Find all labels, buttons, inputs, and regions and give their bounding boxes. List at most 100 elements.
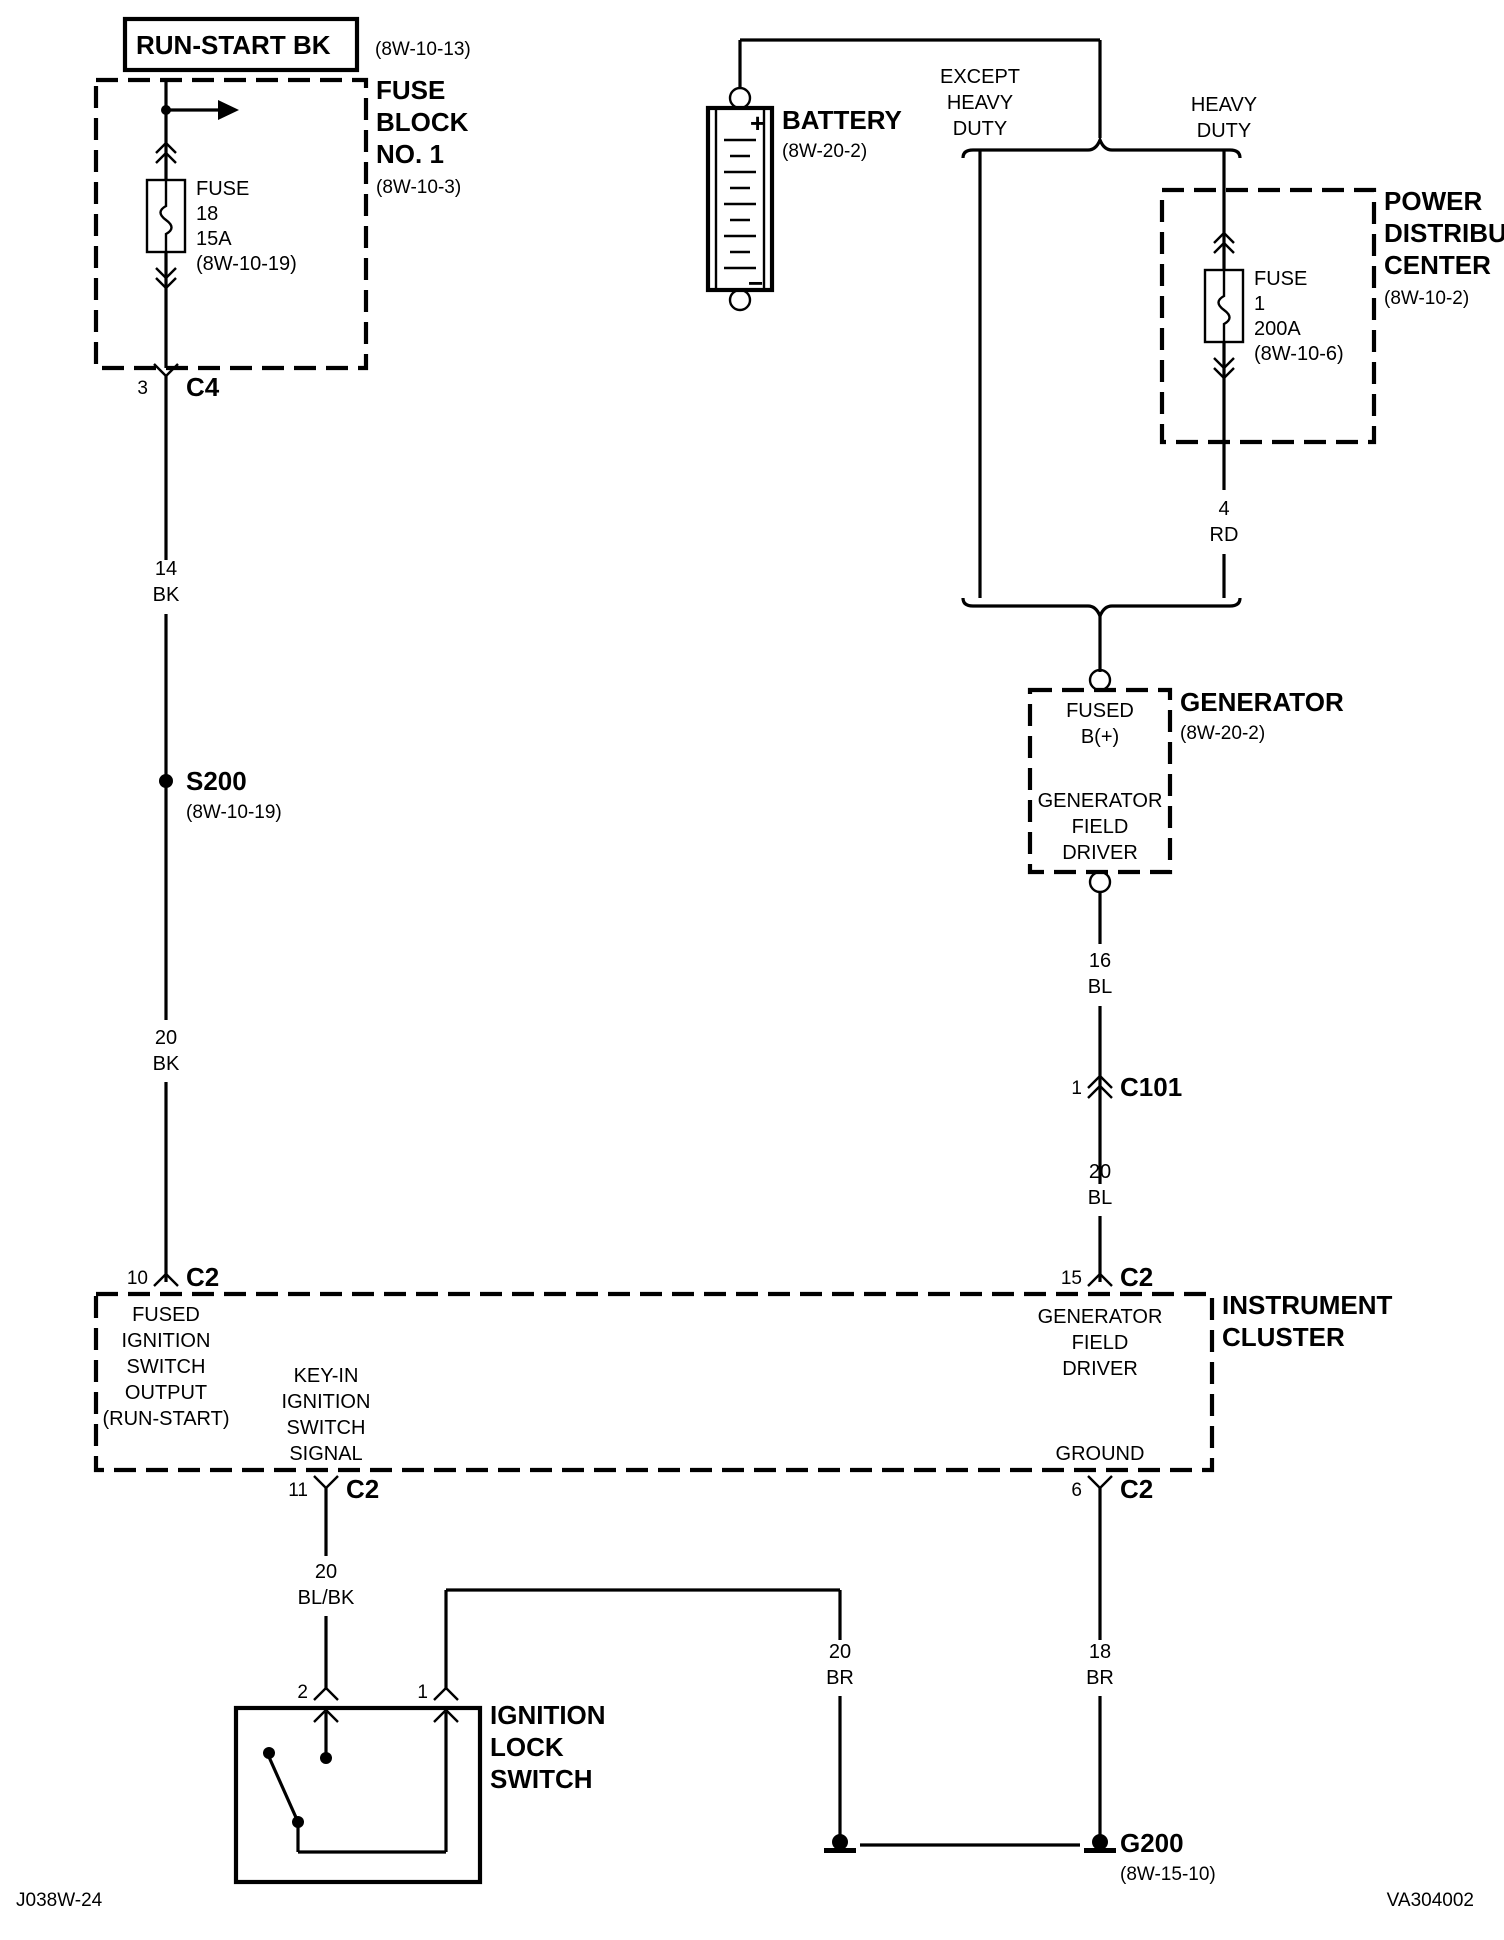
ic-pin-11: 11 xyxy=(288,1480,308,1501)
battery-negative-terminal-icon xyxy=(728,288,752,312)
s200-ref: (8W-10-19) xyxy=(186,802,282,823)
s200-name: S200 xyxy=(186,766,247,796)
ic-gen-2: FIELD xyxy=(1072,1332,1129,1354)
run-start-label: RUN-START BK xyxy=(136,30,331,60)
battery-name: BATTERY xyxy=(782,105,902,135)
wire-20bk-color: BK xyxy=(153,1053,180,1075)
run-start-ref: (8W-10-13) xyxy=(375,39,471,60)
hd-2: DUTY xyxy=(1197,120,1251,142)
pdc-title-3: CENTER xyxy=(1384,250,1491,280)
ignition-switch-blade xyxy=(267,1756,300,1823)
connector-c101: 1 C101 xyxy=(1071,1072,1182,1102)
ic-title-1: INSTRUMENT xyxy=(1222,1290,1393,1320)
wire-18br-color: BR xyxy=(1086,1667,1114,1689)
except-hd-1: EXCEPT xyxy=(940,66,1020,88)
ic-gen-1: GENERATOR xyxy=(1038,1306,1163,1328)
fuse-block-title-3: NO. 1 xyxy=(376,139,444,169)
ic-keyin-3: SWITCH xyxy=(287,1417,366,1439)
ic-fused-1: FUSED xyxy=(132,1304,200,1326)
generator-name: GENERATOR xyxy=(1180,687,1344,717)
s200-splice-icon xyxy=(159,774,173,788)
ic-pin-6: 6 xyxy=(1071,1480,1082,1501)
ic-fused-2: IGNITION xyxy=(122,1330,211,1352)
ignition-contact-open-icon xyxy=(263,1747,275,1759)
ignition-lock-switch: 2 1 IGNITION LOCK SWITCH xyxy=(233,1682,606,1885)
fuse-18-line-3: 15A xyxy=(196,228,232,250)
generator-field-terminal-icon xyxy=(1088,870,1112,894)
generator-b-plus-terminal-icon xyxy=(1088,668,1112,692)
ic-conn-c2-6: C2 xyxy=(1120,1474,1153,1504)
battery-plus: + xyxy=(750,108,765,138)
gen-field-1: GENERATOR xyxy=(1038,790,1163,812)
fuse-18-line-1: FUSE xyxy=(196,178,249,200)
gen-field-2: FIELD xyxy=(1072,816,1129,838)
footer-left-code: J038W-24 xyxy=(16,1890,103,1911)
wire-20bl-gauge: 20 xyxy=(1089,1161,1111,1183)
c101-pin: 1 xyxy=(1071,1078,1082,1099)
fuse-1-line-3: 200A xyxy=(1254,318,1301,340)
wire-20blbk-gauge: 20 xyxy=(315,1561,337,1583)
wire-20br-gauge: 20 xyxy=(829,1641,851,1663)
ic-conn-c2-10: C2 xyxy=(186,1262,219,1292)
ignition-title-3: SWITCH xyxy=(490,1764,593,1794)
ic-title-2: CLUSTER xyxy=(1222,1322,1345,1352)
fuse-1-line-1: FUSE xyxy=(1254,268,1307,290)
wire-20bl-color: BL xyxy=(1088,1187,1112,1209)
ignition-contact-2-icon xyxy=(320,1752,332,1764)
ic-fused-4: OUTPUT xyxy=(125,1382,207,1404)
gen-fused-2: B(+) xyxy=(1081,726,1119,748)
c4-name: C4 xyxy=(186,372,220,402)
instrument-cluster: INSTRUMENT CLUSTER 10 C2 15 C2 FUSED IGN… xyxy=(93,1262,1393,1504)
wire-20blbk-color: BL/BK xyxy=(298,1587,355,1609)
fuse-block-title-2: BLOCK xyxy=(376,107,469,137)
ground-left-icon xyxy=(824,1848,856,1853)
battery: + − BATTERY (8W-20-2) xyxy=(705,38,1100,312)
ic-conn-c2-11: C2 xyxy=(346,1474,379,1504)
arrow-right-icon xyxy=(218,100,239,120)
c4-pin: 3 xyxy=(137,378,148,399)
battery-positive-terminal-icon xyxy=(728,86,752,110)
top-brace xyxy=(961,135,1242,159)
fuse-block-title-1: FUSE xyxy=(376,75,445,105)
wire-4rd-gauge: 4 xyxy=(1218,498,1229,520)
c101-name: C101 xyxy=(1120,1072,1182,1102)
wire-16bl-gauge: 16 xyxy=(1089,950,1111,972)
g200-name: G200 xyxy=(1120,1828,1184,1858)
ground-left xyxy=(824,1834,856,1853)
pdc-title-2: DISTRIBUT xyxy=(1384,218,1504,248)
wire-16bl-color: BL xyxy=(1088,976,1112,998)
fuse-18-line-2: 18 xyxy=(196,203,218,225)
connector-c4: 3 C4 xyxy=(137,363,220,402)
ic-pin-10: 10 xyxy=(127,1268,148,1289)
ic-pin-15: 15 xyxy=(1061,1268,1082,1289)
ground-g200-icon xyxy=(1084,1848,1116,1853)
fuse-1-line-2: 1 xyxy=(1254,293,1265,315)
wire-20bk-gauge: 20 xyxy=(155,1027,177,1049)
wire-4rd-color: RD xyxy=(1210,524,1239,546)
battery-minus: − xyxy=(748,268,763,298)
wire-18br-gauge: 18 xyxy=(1089,1641,1111,1663)
pdc-ref: (8W-10-2) xyxy=(1384,288,1469,309)
ic-keyin-2: IGNITION xyxy=(282,1391,371,1413)
ic-keyin-4: SIGNAL xyxy=(289,1443,362,1465)
gen-fused-1: FUSED xyxy=(1066,700,1134,722)
ic-conn-c2-15: C2 xyxy=(1120,1262,1153,1292)
g200-ref: (8W-15-10) xyxy=(1120,1864,1216,1885)
power-distribution-center: POWER DISTRIBUT CENTER (8W-10-2) FUSE 1 … xyxy=(1159,186,1504,490)
wire-14bk-gauge: 14 xyxy=(155,558,177,580)
ignition-title-1: IGNITION xyxy=(490,1700,606,1730)
battery-ref: (8W-20-2) xyxy=(782,141,867,162)
generator-ref: (8W-20-2) xyxy=(1180,723,1265,744)
footer-right-code: VA304002 xyxy=(1387,1890,1474,1911)
fuse-1-line-4: (8W-10-6) xyxy=(1254,343,1344,365)
ic-fused-5: (RUN-START) xyxy=(102,1408,229,1430)
ignition-pin-1: 1 xyxy=(417,1682,428,1703)
ignition-title-2: LOCK xyxy=(490,1732,564,1762)
except-hd-2: HEAVY xyxy=(947,92,1013,114)
pdc-title-1: POWER xyxy=(1384,186,1482,216)
ic-ground: GROUND xyxy=(1056,1443,1145,1465)
ignition-pin-2: 2 xyxy=(297,1682,308,1703)
hd-1: HEAVY xyxy=(1191,94,1257,116)
ic-keyin-1: KEY-IN xyxy=(294,1365,359,1387)
